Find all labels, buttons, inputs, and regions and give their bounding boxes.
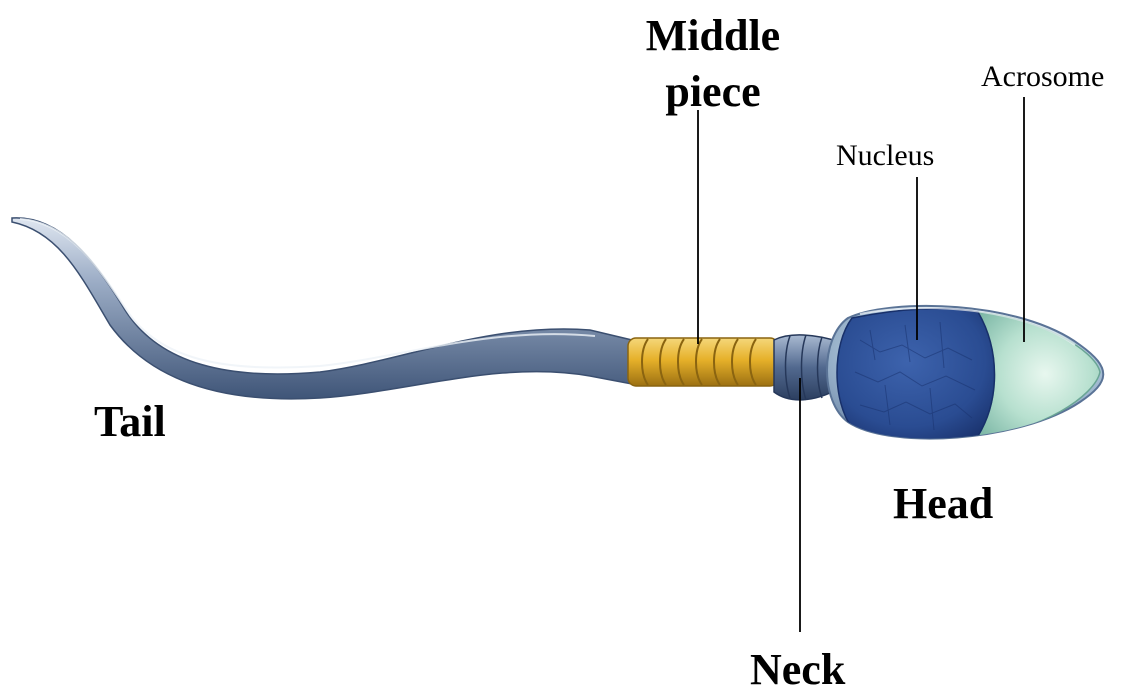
neck-label: Neck bbox=[750, 648, 845, 689]
acrosome-label: Acrosome bbox=[981, 62, 1104, 92]
middle-piece-shape bbox=[628, 338, 778, 386]
nucleus-label: Nucleus bbox=[836, 141, 934, 171]
middle-piece-label: Middle piece bbox=[638, 8, 788, 120]
acrosome-shape bbox=[978, 312, 1100, 436]
head-label: Head bbox=[893, 482, 993, 526]
tail-label: Tail bbox=[94, 400, 166, 444]
tail-shape bbox=[12, 218, 632, 399]
